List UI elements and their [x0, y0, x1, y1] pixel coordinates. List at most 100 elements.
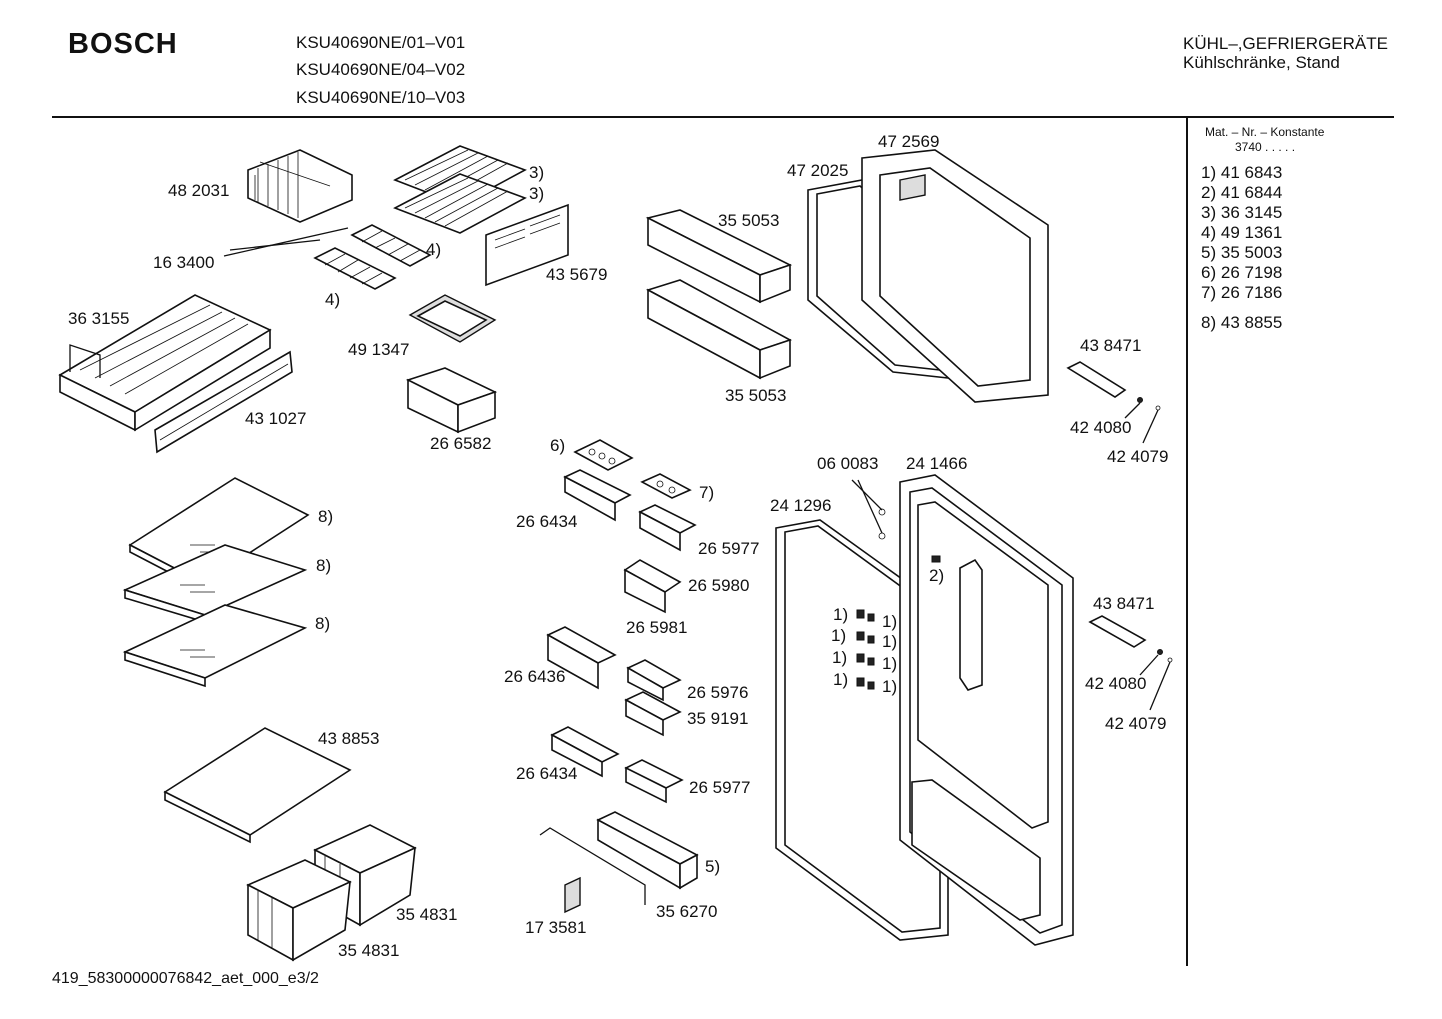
door-bin-26-5977-bottom — [624, 759, 684, 804]
part-label-438853: 43 8853 — [318, 729, 380, 748]
part-label-363155: 36 3155 — [68, 309, 130, 328]
part-label-438471-bottom: 43 8471 — [1093, 594, 1155, 613]
part-label-241466: 24 1466 — [906, 454, 968, 473]
callout-6: 6) — [550, 436, 566, 455]
footnote-3: 3) 36 3145 — [1201, 203, 1283, 222]
ice-tray-frame — [408, 294, 497, 343]
callout-1-f: 1) — [882, 654, 898, 673]
freezer-door — [861, 149, 1049, 403]
callout-8-shelf-3: 8) — [315, 614, 331, 633]
callout-3-upper: 3) — [529, 163, 545, 182]
door-shelf-lower-freezer — [645, 279, 792, 380]
footnote-7: 7) 26 7186 — [1201, 283, 1283, 302]
door-bin-26-6436 — [546, 626, 617, 690]
egg-tray-large — [573, 439, 634, 471]
part-label-472025: 47 2025 — [787, 161, 849, 180]
door-bin-35-9191 — [624, 691, 682, 737]
model-number-1: KSU40690NE/01–V01 — [296, 33, 466, 52]
part-label-491347: 49 1347 — [348, 340, 410, 359]
part-label-431027: 43 1027 — [245, 409, 307, 428]
mat-number-header: Mat. – Nr. – Konstante — [1205, 125, 1325, 139]
freezer-basket-drawer — [58, 294, 272, 432]
crisper-cover-glass — [163, 727, 352, 844]
callout-1-d: 1) — [882, 632, 898, 651]
callout-8-shelf-1: 8) — [318, 507, 334, 526]
callout-4-upper: 4) — [426, 240, 442, 259]
callout-1-a: 1) — [833, 605, 849, 624]
ice-cube-tray-lower — [313, 247, 397, 290]
part-label-356270: 35 6270 — [656, 902, 718, 921]
door-shelf-upper-freezer — [645, 209, 793, 304]
footnote-1: 1) 41 6843 — [1201, 163, 1283, 182]
footnote-8: 8) 43 8855 — [1201, 313, 1283, 332]
part-label-265977-top: 26 5977 — [698, 539, 760, 558]
footnote-4: 4) 49 1361 — [1201, 223, 1283, 242]
clip-17-3581 — [564, 876, 581, 914]
category-subtitle: Kühlschränke, Stand — [1183, 53, 1340, 72]
part-label-265981: 26 5981 — [626, 618, 688, 637]
part-label-424079-top: 42 4079 — [1107, 447, 1169, 466]
freezer-drawer-small — [405, 367, 498, 434]
footnote-2: 2) 41 6844 — [1201, 183, 1283, 202]
callout-1-e: 1) — [832, 648, 848, 667]
footnote-5: 5) 35 5003 — [1201, 243, 1283, 262]
part-label-266434-bottom: 26 6434 — [516, 764, 578, 783]
door-handle-upper — [1066, 361, 1127, 398]
glass-shelf-3 — [122, 604, 308, 688]
door-bin-26-5977-top — [638, 504, 697, 552]
door-bin-26-6434-bottom — [550, 726, 620, 778]
part-label-424080-top: 42 4080 — [1070, 418, 1132, 437]
callout-2: 2) — [929, 566, 945, 585]
door-bin-26-5976 — [626, 659, 682, 702]
callout-7: 7) — [699, 483, 715, 502]
mat-constant: 3740 . . . . . — [1235, 140, 1296, 154]
model-number-3: KSU40690NE/10–V03 — [296, 88, 466, 107]
part-label-266582: 26 6582 — [430, 434, 492, 453]
door-bin-26-6434-top — [563, 469, 632, 522]
category-title: KÜHL–,GEFRIERGERÄTE — [1183, 34, 1388, 53]
part-label-265976: 26 5976 — [687, 683, 749, 702]
bottle-holder-26-5980 — [623, 559, 682, 614]
door-handle-lower — [1088, 615, 1147, 648]
bottle-shelf-35-5003 — [596, 811, 699, 890]
part-label-265980: 26 5980 — [688, 576, 750, 595]
fridge-door — [899, 474, 1074, 946]
part-label-354831-left: 35 4831 — [338, 941, 400, 960]
part-label-265977-bottom: 26 5977 — [689, 778, 751, 797]
basket-front-strip — [154, 350, 293, 454]
part-label-472569: 47 2569 — [878, 132, 940, 151]
ice-cube-tray-upper — [350, 224, 432, 267]
crisper-drawer-front — [246, 859, 352, 962]
callout-1-c: 1) — [831, 626, 847, 645]
drawing-reference-code: 419_58300000076842_aet_000_e3/2 — [52, 970, 319, 987]
side-panel-divider — [1186, 118, 1188, 966]
egg-tray-small — [640, 473, 692, 499]
freezer-flap-panel — [485, 203, 569, 287]
callout-5: 5) — [705, 857, 721, 876]
callout-8-shelf-2: 8) — [316, 556, 332, 575]
part-label-424079-bottom: 42 4079 — [1105, 714, 1167, 733]
callout-4-lower: 4) — [325, 290, 341, 309]
callout-1-b: 1) — [882, 612, 898, 631]
part-label-355053-bottom: 35 5053 — [725, 386, 787, 405]
header-divider — [52, 116, 1394, 118]
part-label-435679: 43 5679 — [546, 265, 608, 284]
part-label-266434-top: 26 6434 — [516, 512, 578, 531]
part-label-482031: 48 2031 — [168, 181, 230, 200]
part-label-266436: 26 6436 — [504, 667, 566, 686]
callout-1-g: 1) — [833, 670, 849, 689]
part-label-355053-top: 35 5053 — [718, 211, 780, 230]
part-label-354831-right: 35 4831 — [396, 905, 458, 924]
freezer-grid-rack — [247, 149, 353, 223]
bottle-retainer-35-6270 — [539, 827, 646, 905]
callout-3-lower: 3) — [529, 184, 545, 203]
footnote-6: 6) 26 7198 — [1201, 263, 1283, 282]
part-label-359191: 35 9191 — [687, 709, 749, 728]
part-label-163400: 16 3400 — [153, 253, 215, 272]
part-label-173581: 17 3581 — [525, 918, 587, 937]
part-label-424080-bottom: 42 4080 — [1085, 674, 1147, 693]
part-label-060083: 06 0083 — [817, 454, 879, 473]
part-label-241296: 24 1296 — [770, 496, 832, 515]
wire-shelf-lower — [393, 173, 527, 234]
